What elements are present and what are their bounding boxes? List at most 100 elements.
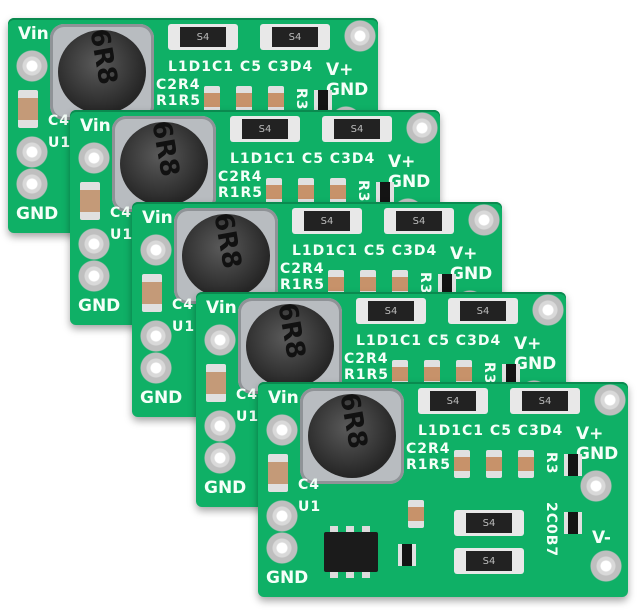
schottky-diode: S4 (454, 510, 524, 536)
diode-marking: S4 (368, 301, 414, 321)
gnd-pad-left (266, 532, 298, 564)
vin-label: Vin (18, 24, 49, 44)
gnd-label-right: GND (450, 264, 493, 284)
vplus-label: V+ (576, 424, 604, 444)
gnd-label-left: GND (204, 478, 247, 498)
schottky-diode: S4 (292, 208, 362, 234)
c4-label: C4 (110, 205, 133, 221)
diode-marking: S4 (466, 513, 512, 533)
capacitor (236, 86, 252, 114)
inductor-core (246, 304, 334, 388)
mid-pad (140, 320, 172, 352)
schottky-diode: S4 (384, 208, 454, 234)
capacitor (360, 270, 376, 298)
resistor (564, 512, 582, 534)
mid-pad (204, 410, 236, 442)
capacitor (456, 360, 472, 388)
schottky-diode: S4 (454, 548, 524, 574)
capacitor (298, 178, 314, 206)
ref-designators-low: R1R5 (218, 185, 264, 201)
gnd-label-right: GND (326, 80, 369, 100)
gnd-label-left: GND (140, 388, 183, 408)
vin-label: Vin (142, 208, 173, 228)
diode-marking: S4 (242, 119, 288, 139)
gnd-label-right: GND (388, 172, 431, 192)
resistor (314, 90, 332, 112)
capacitor-c4 (268, 454, 288, 492)
vminus-pad (590, 550, 622, 582)
ref-designators: L1D1C1 C5 C3D4 (292, 243, 438, 259)
u1-label: U1 (298, 499, 322, 515)
ref-designators: L1D1C1 C5 C3D4 (168, 59, 314, 75)
c4-label: C4 (172, 297, 195, 313)
mid-pad (16, 136, 48, 168)
inductor-core (308, 394, 396, 478)
gnd-label-left: GND (266, 568, 309, 588)
vin-label: Vin (206, 298, 237, 318)
batch-code: 2C0B7 (543, 502, 559, 558)
vplus-label: V+ (388, 152, 416, 172)
schottky-diode: S4 (230, 116, 300, 142)
inductor-core (58, 30, 146, 114)
ref-designators: L1D1C1 C5 C3D4 (418, 423, 564, 439)
schottky-diode: S4 (168, 24, 238, 50)
schottky-diode: S4 (356, 298, 426, 324)
ref-designators-mid: C2R4 (156, 77, 201, 93)
vin-label: Vin (80, 116, 111, 136)
resistor (564, 454, 582, 476)
gnd-pad-left (140, 352, 172, 384)
capacitor (392, 270, 408, 298)
capacitor-c4 (142, 274, 162, 312)
capacitor (424, 360, 440, 388)
u1-label: U1 (110, 227, 134, 243)
schottky-diode: S4 (510, 388, 580, 414)
schottky-diode: S4 (448, 298, 518, 324)
capacitor (486, 450, 502, 478)
vplus-label: V+ (514, 334, 542, 354)
ref-designators-mid: C2R4 (280, 261, 325, 277)
gnd-pad-left (204, 442, 236, 474)
capacitor (330, 178, 346, 206)
gnd-label-left: GND (78, 296, 121, 316)
resistor (502, 364, 520, 386)
resistor (376, 182, 394, 204)
capacitor (268, 86, 284, 114)
ref-designators-mid: C2R4 (218, 169, 263, 185)
r3-label: R3 (543, 452, 559, 475)
schottky-diode: S4 (418, 388, 488, 414)
inductor: 6R8 (174, 208, 278, 304)
gnd-label-right: GND (514, 354, 557, 374)
diode-marking: S4 (396, 211, 442, 231)
c4-label: C4 (298, 477, 321, 493)
ref-designators: L1D1C1 C5 C3D4 (230, 151, 376, 167)
vin-pad (78, 142, 110, 174)
inductor: 6R8 (112, 116, 216, 212)
mount-pad (532, 294, 564, 326)
mount-pad (406, 112, 438, 144)
vin-pad (140, 234, 172, 266)
diode-marking: S4 (466, 551, 512, 571)
diode-marking: S4 (430, 391, 476, 411)
r3-label: R3 (355, 180, 371, 203)
ref-designators-low: R1R5 (156, 93, 202, 109)
capacitor (266, 178, 282, 206)
capacitor (454, 450, 470, 478)
diode-marking: S4 (522, 391, 568, 411)
inductor: 6R8 (300, 388, 404, 484)
diode-marking: S4 (460, 301, 506, 321)
gnd-pad-left (16, 168, 48, 200)
ref-designators-low: R1R5 (406, 457, 452, 473)
u1-label: U1 (172, 319, 196, 335)
resistor (438, 274, 456, 296)
ref-designators-mid: C2R4 (406, 441, 451, 457)
mount-pad (344, 20, 376, 52)
capacitor-c4 (18, 90, 38, 128)
capacitor (204, 86, 220, 114)
ref-designators-mid: C2R4 (344, 351, 389, 367)
gnd-pad-left (78, 260, 110, 292)
mount-pad (594, 384, 626, 416)
ref-designators: L1D1C1 C5 C3D4 (356, 333, 502, 349)
gnd-label-right: GND (576, 444, 619, 464)
inductor-core (120, 122, 208, 206)
